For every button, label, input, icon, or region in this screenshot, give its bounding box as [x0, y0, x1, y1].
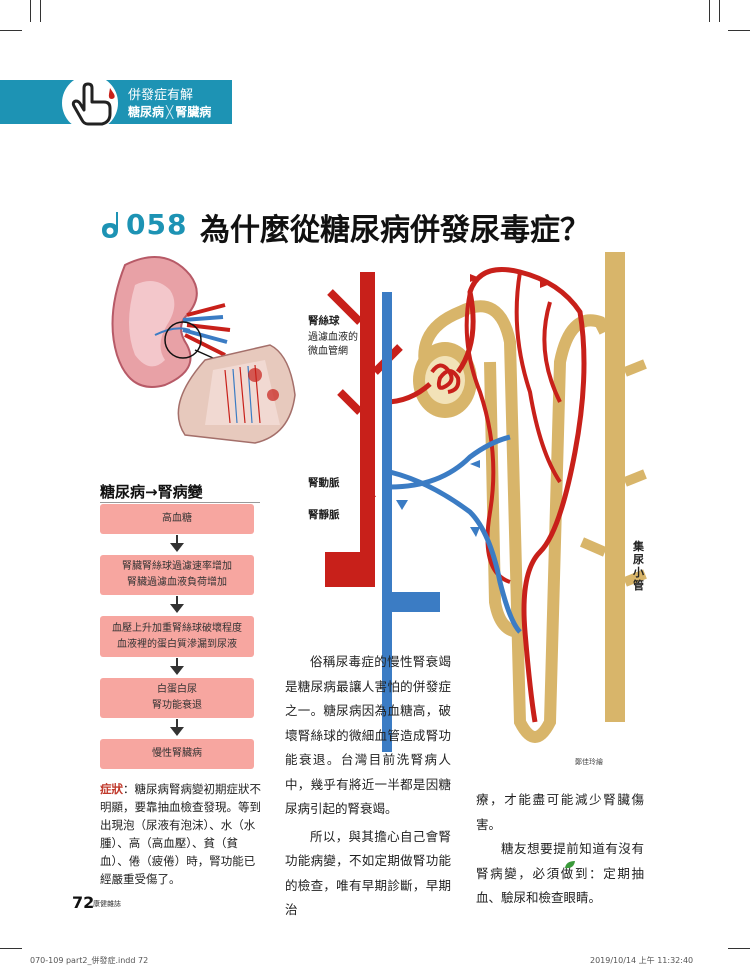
flow-arrow-icon	[470, 274, 480, 282]
flow-arrow-stem	[176, 535, 178, 544]
article-column-2: 療，才能盡可能減少腎臟傷害。 糖友想要提前知道有沒有腎病變，必須做到：定期抽血、…	[476, 788, 644, 911]
nephron-diagram	[325, 252, 647, 752]
article-column-1: 俗稱尿毒症的慢性腎衰竭是糖尿病最讓人害怕的併發症之一。糖尿病因為血糖高，破壞腎絲…	[285, 650, 451, 923]
flow-step-text: 腎臟腎絲球過濾速率增加	[122, 561, 232, 572]
down-arrow-icon	[170, 727, 184, 736]
flow-arrow-stem	[176, 658, 178, 667]
question-number: 058	[126, 208, 188, 241]
symptom-label: 症狀	[100, 782, 123, 796]
flow-arrow-stem	[176, 719, 178, 728]
flow-arrow-icon	[396, 500, 408, 510]
flow-step: 腎臟腎絲球過濾速率增加 腎臟過濾血液負荷增加	[100, 555, 254, 595]
flow-arrow-icon	[470, 527, 480, 537]
flowchart-title-underline	[100, 502, 260, 503]
flow-step-text: 腎臟過濾血液負荷增加	[127, 577, 227, 588]
flow-step-text: 白蛋白尿	[157, 684, 197, 695]
crop-mark	[728, 30, 750, 31]
subcategory-separator: ╳	[166, 105, 174, 119]
flow-step-text: 高血糖	[162, 513, 192, 524]
artery-label: 腎動脈	[308, 477, 340, 489]
flow-arrow-icon	[540, 280, 550, 288]
kidney-illustration	[111, 256, 296, 444]
glomerulus-desc: 微血管網	[308, 346, 348, 357]
crop-mark	[719, 0, 720, 22]
flow-step-text: 血壓上升加重腎絲球破壞程度	[112, 622, 242, 634]
flow-step-text: 腎功能衰退	[152, 700, 202, 711]
glomerulus-label: 腎絲球	[308, 315, 340, 327]
zoom-circle	[164, 321, 202, 359]
flow-arrow-stem	[176, 596, 178, 605]
flow-arrow-icon	[470, 460, 480, 468]
down-arrow-icon	[170, 543, 184, 552]
crop-mark	[0, 948, 22, 949]
flow-step-text: 血液裡的蛋白質滲漏到尿液	[117, 638, 237, 650]
vein-label: 腎靜脈	[308, 509, 340, 521]
magazine-name: 康健雜誌	[93, 900, 121, 908]
crop-mark	[30, 0, 31, 22]
flow-step-text: 慢性腎臟病	[152, 748, 202, 759]
category-label: 併發症有解	[128, 88, 194, 103]
article-paragraph: 糖友想要提前知道有沒有腎病變，必須做到：定期抽血、驗尿和檢查眼睛。	[476, 841, 644, 905]
collecting-duct-label: 集尿小管	[633, 540, 644, 592]
page-number: 72	[72, 893, 95, 912]
crop-mark	[40, 0, 41, 22]
glomerulus-desc: 過濾血液的	[308, 332, 358, 343]
leaf-end-mark-icon	[565, 861, 575, 869]
crop-mark	[0, 30, 22, 31]
question-title: 為什麼從糖尿病併發尿毒症？	[200, 213, 590, 248]
symptom-note: 症狀：糖尿病腎病變初期症狀不明顯，要靠抽血檢查發現。等到出現泡（尿液有泡沫）、水…	[100, 780, 264, 888]
file-info: 070-109 part2_併發症.indd 72	[30, 956, 149, 965]
hand-pointer-icon	[71, 82, 115, 126]
article-paragraph: 所以，與其擔心自己會腎功能病變，不如定期做腎功能的檢查，唯有早期診斷，早期治	[285, 828, 451, 918]
crop-mark	[728, 948, 750, 949]
illustration-credit: 鄭佳玲繪	[575, 758, 603, 766]
flow-step: 高血糖	[100, 504, 254, 534]
flow-step: 慢性腎臟病	[100, 739, 254, 769]
drop-logo-icon	[102, 212, 118, 238]
symptom-text: ：糖尿病腎病變初期症狀不明顯，要靠抽血檢查發現。等到出現泡（尿液有泡沫）、水（水…	[100, 782, 261, 886]
crop-mark	[709, 0, 710, 22]
flowchart-title: 糖尿病→腎病變	[100, 483, 203, 501]
article-paragraph: 俗稱尿毒症的慢性腎衰竭是糖尿病最讓人害怕的併發症之一。糖尿病因為血糖高，破壞腎絲…	[285, 654, 451, 816]
blood-drop-icon	[108, 88, 115, 99]
flow-step: 白蛋白尿 腎功能衰退	[100, 678, 254, 718]
print-timestamp: 2019/10/14 上午 11:32:40	[590, 956, 694, 965]
flow-step: 血壓上升加重腎絲球破壞程度 血液裡的蛋白質滲漏到尿液	[100, 616, 254, 657]
down-arrow-icon	[170, 666, 184, 675]
subcategory-label: 糖尿病╳腎臟病	[128, 103, 211, 120]
subcategory-b: 腎臟病	[175, 105, 212, 119]
subcategory-a: 糖尿病	[128, 105, 165, 119]
article-paragraph: 療，才能盡可能減少腎臟傷害。	[476, 792, 644, 832]
down-arrow-icon	[170, 604, 184, 613]
flow-arrow-icon	[364, 487, 376, 497]
